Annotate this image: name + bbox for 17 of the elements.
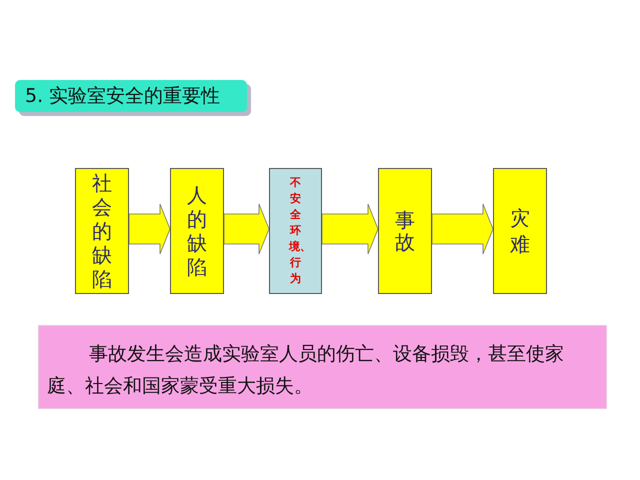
note-box (38, 325, 607, 409)
block-arrow (432, 204, 494, 254)
box-label: 事故发生会造成实验室人员的伤亡、设备损毁，甚至使家庭、社会和国家蒙受重大损失。 (47, 342, 565, 399)
process-box (75, 168, 129, 294)
process-box (493, 168, 547, 294)
box-label: 灾难 (509, 205, 531, 257)
block-arrow (322, 204, 378, 254)
box-label: 人的缺陷 (186, 183, 208, 279)
process-box (378, 168, 432, 294)
box-label: 不安全环境、行为 (289, 175, 302, 287)
block-arrow (128, 204, 170, 254)
box-label: 社会的缺陷 (91, 171, 113, 291)
process-box (269, 168, 322, 294)
process-box (170, 168, 224, 294)
title-banner: 5. 实验室安全的重要性 (15, 80, 247, 112)
box-label: 事故 (394, 209, 416, 253)
block-arrow (224, 204, 270, 254)
